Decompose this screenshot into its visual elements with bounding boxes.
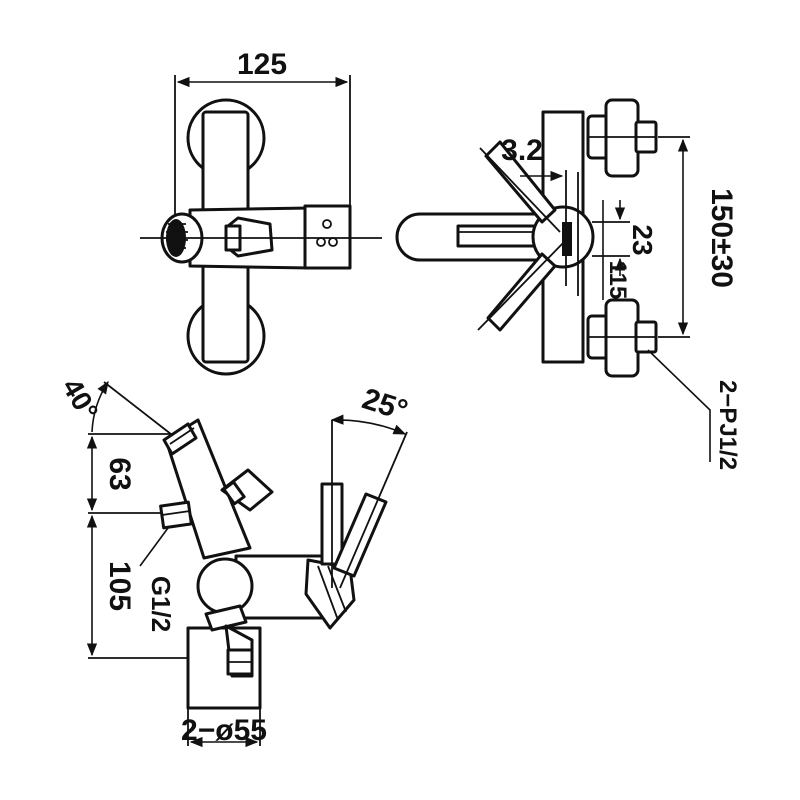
lever-tilted [332, 492, 388, 578]
connector-arm-top [201, 110, 250, 224]
dim-offset-23: 23 [627, 224, 658, 255]
front-view: 125 [140, 48, 382, 376]
lever-lower [486, 252, 557, 332]
thread-label-2-pj: 2−PJ1/2 [714, 380, 741, 470]
dim-height-63: 63 [103, 457, 136, 490]
elevation-view: 40° 63 105 G1/2 [56, 373, 412, 748]
dim-gap-3-2: 3.2 [501, 134, 543, 167]
dim-height-105: 105 [103, 561, 136, 611]
thread-label-g: G1/2 [146, 576, 176, 632]
outlet-nut-top [162, 422, 198, 456]
dim-angle-40: 40° [56, 373, 104, 425]
inlet-nut-side [159, 500, 193, 530]
lever-housing [303, 204, 352, 270]
hot-cold-indicator-icon [322, 219, 332, 229]
dim-offset-115: 115 [604, 261, 631, 300]
union-nut-top [604, 98, 640, 178]
union-nut-bottom [604, 298, 640, 378]
dim-centers-150-30: 150±30 [705, 188, 738, 288]
dim-angle-25: 25° [358, 382, 411, 427]
side-view: 3.2 150±30 23 115 2−PJ1/2 [395, 98, 741, 470]
lever-upper [484, 140, 557, 224]
ball-joint [196, 557, 254, 615]
dim-width-125: 125 [237, 48, 287, 81]
diverter-button [220, 468, 274, 512]
dim-diameter-2-55: 2−ø55 [181, 714, 267, 747]
